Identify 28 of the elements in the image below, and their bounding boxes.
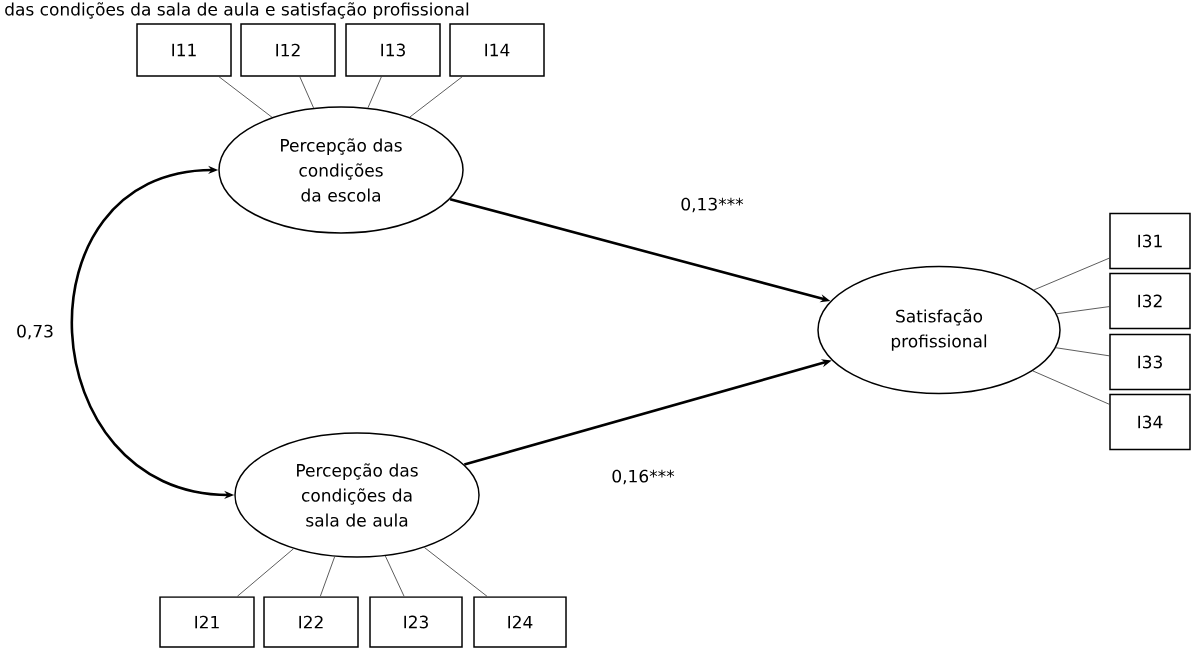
connector-line bbox=[1033, 257, 1110, 291]
connector-line bbox=[237, 548, 294, 597]
indicator-box: I24 bbox=[473, 596, 567, 648]
indicator-box: I32 bbox=[1109, 272, 1191, 330]
edge-label: 0,16*** bbox=[610, 468, 676, 486]
connector-line bbox=[367, 76, 382, 109]
connector-line bbox=[319, 556, 336, 597]
title: das condições da sala de aula e satisfação profissional bbox=[5, 2, 469, 19]
connector-line bbox=[218, 76, 273, 118]
connector-line bbox=[299, 76, 314, 109]
indicator-box: I11 bbox=[136, 23, 232, 77]
indicator-box: I34 bbox=[1109, 393, 1191, 451]
indicator-box: I13 bbox=[345, 23, 441, 77]
connector-line bbox=[423, 547, 488, 597]
indicator-box: I22 bbox=[263, 596, 359, 648]
edge-label: 0,73 bbox=[15, 323, 55, 341]
indicator-box: I23 bbox=[369, 596, 463, 648]
connector-line bbox=[1056, 306, 1110, 315]
connector-line bbox=[1055, 347, 1110, 357]
connector-line bbox=[409, 76, 463, 118]
edge-label: 0,13*** bbox=[679, 196, 745, 214]
indicator-box: I31 bbox=[1109, 212, 1191, 270]
indicator-box: I14 bbox=[449, 23, 545, 77]
indicator-box: I33 bbox=[1109, 333, 1191, 391]
indicator-box: I21 bbox=[159, 596, 255, 648]
indicator-box: I12 bbox=[240, 23, 336, 77]
connector-line bbox=[1032, 370, 1110, 405]
connector-line bbox=[384, 555, 405, 597]
